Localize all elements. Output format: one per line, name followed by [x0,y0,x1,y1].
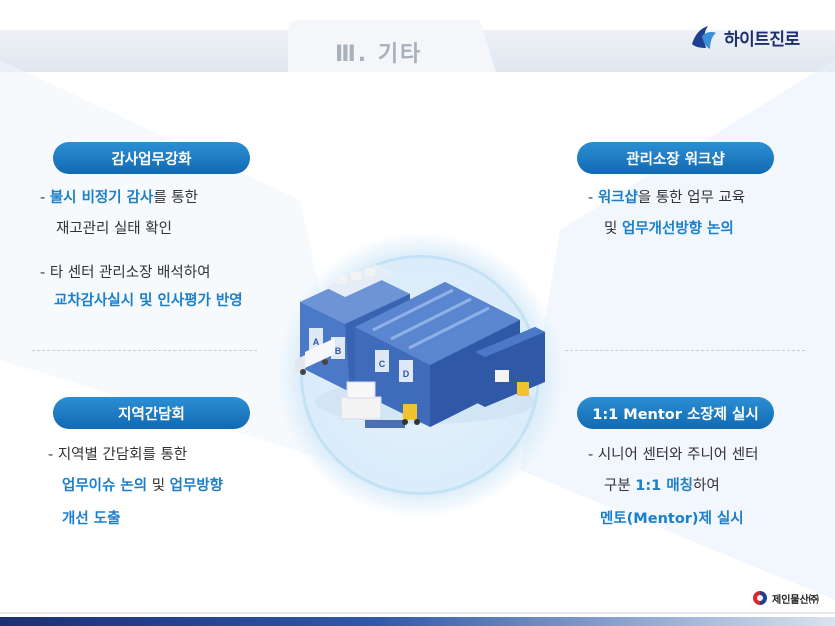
workshop-line-1-highlight: 워크샵 [597,190,638,206]
workshop-line-1-suffix: 을 통한 업무 교육 [637,190,746,206]
audit-line-1-prefix: - [40,190,50,206]
meeting-line-2-highlight-b: 업무방향 [169,478,224,494]
footer-line [0,612,835,614]
company-name: 제인물산㈜ [772,594,819,606]
divider-right [565,350,805,351]
workshop-line-2: 및 업무개선방향 논의 [604,217,734,238]
workshop-line-1: - 워크샵을 통한 업무 교육 [588,186,745,207]
meeting-line-1: - 지역별 간담회를 통한 [48,447,188,463]
pill-regional-meeting: 지역간담회 [53,397,250,429]
pill-audit-reinforcement: 감사업무강화 [53,142,250,174]
dock-label-d: D [403,369,410,379]
jaein-logo: 제인물산㈜ [752,590,819,606]
mentor-line-2-prefix: 구분 [604,478,636,494]
audit-line-3: - 타 센터 관리소장 배석하여 [40,265,211,281]
mentor-line-2-suffix: 하여 [693,478,720,494]
pill-mentor-program: 1:1 Mentor 소장제 실시 [577,397,774,429]
mentor-line-2-highlight: 1:1 매칭 [635,478,694,494]
section-title: Ⅲ. 기타 [335,42,423,67]
audit-line-2: 재고관리 실태 확인 [56,221,172,237]
audit-line-1-highlight: 불시 비정기 감사 [49,190,154,206]
workshop-line-2-highlight: 업무개선방향 논의 [621,221,734,237]
mentor-line-2: 구분 1:1 매칭하여 [604,474,720,495]
meeting-line-3-highlight: 개선 도출 [62,511,121,527]
meeting-line-2-highlight-a: 업무이슈 논의 [62,478,148,494]
warehouse-illustration: A B C D [295,264,545,428]
mentor-line-3-highlight: 멘토(Mentor)제 실시 [600,511,744,527]
audit-line-1-suffix: 를 통한 [153,190,198,206]
footer-bar [0,617,835,626]
audit-line-4-highlight: 교차감사실시 및 인사평가 반영 [54,293,243,309]
hitejinro-logo: 하이트진로 [688,20,800,54]
dock-label-a: A [313,337,320,347]
hitejinro-logo-icon [692,26,716,49]
jaein-logo-icon [753,591,767,605]
pill-manager-workshop: 관리소장 워크샵 [577,142,774,174]
mentor-line-1: - 시니어 센터와 주니어 센터 [588,447,759,463]
workshop-line-2-prefix: 및 [604,221,622,237]
dock-label-b: B [335,346,342,356]
section-tab [288,20,496,72]
meeting-line-2: 업무이슈 논의 및 업무방향 [62,474,223,495]
audit-line-1: - 불시 비정기 감사를 통한 [40,186,198,207]
logo-text: 하이트진로 [724,29,800,50]
meeting-line-2-mid: 및 [147,478,170,494]
dock-label-c: C [379,359,386,369]
divider-left [32,350,257,351]
workshop-line-1-prefix: - [588,190,598,206]
